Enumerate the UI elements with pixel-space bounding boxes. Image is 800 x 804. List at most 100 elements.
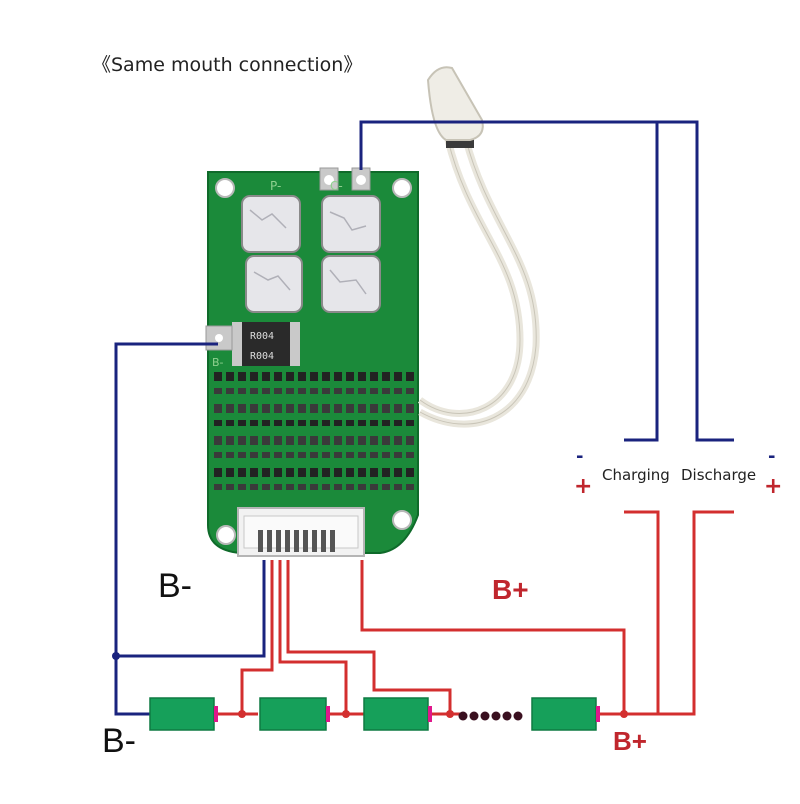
ellipsis-dot bbox=[513, 711, 523, 721]
smd-component bbox=[334, 388, 342, 394]
connector-pin bbox=[267, 530, 272, 552]
smd-component bbox=[274, 404, 282, 413]
smd-component bbox=[346, 484, 354, 490]
smd-component bbox=[226, 484, 234, 490]
smd-component bbox=[250, 484, 258, 490]
smd-component bbox=[214, 484, 222, 490]
smd-component bbox=[370, 484, 378, 490]
shunt-code-1: R004 bbox=[250, 331, 274, 342]
smd-component bbox=[358, 404, 366, 413]
b-minus-wire bbox=[114, 342, 218, 716]
smd-component bbox=[394, 372, 402, 381]
smd-component bbox=[382, 436, 390, 445]
smd-component bbox=[334, 404, 342, 413]
smd-component bbox=[406, 484, 414, 490]
smd-component bbox=[214, 388, 222, 394]
smd-component bbox=[238, 404, 246, 413]
battery-cell-3 bbox=[363, 697, 432, 731]
smd-component bbox=[346, 436, 354, 445]
smd-component bbox=[310, 420, 318, 426]
smd-component bbox=[238, 484, 246, 490]
smd-component bbox=[298, 484, 306, 490]
battery-cells bbox=[149, 697, 600, 731]
smd-component bbox=[286, 452, 294, 458]
smd-component bbox=[274, 436, 282, 445]
charging-label: Charging bbox=[602, 466, 670, 484]
smd-component bbox=[262, 468, 270, 477]
smd-component bbox=[262, 372, 270, 381]
b-minus-battery-label: B- bbox=[102, 722, 136, 760]
ellipsis-dot bbox=[491, 711, 501, 721]
smd-component bbox=[370, 452, 378, 458]
b-plus-sense-wire bbox=[360, 560, 626, 714]
smd-component bbox=[226, 452, 234, 458]
discharge-plus-sign: + bbox=[764, 474, 783, 499]
smd-component bbox=[310, 436, 318, 445]
smd-component bbox=[250, 436, 258, 445]
smd-component bbox=[274, 388, 282, 394]
b-minus-branch bbox=[116, 560, 266, 658]
p-minus-marking: P- bbox=[270, 179, 281, 193]
smd-component bbox=[250, 420, 258, 426]
smd-component bbox=[406, 404, 414, 413]
connector-pin bbox=[303, 530, 308, 552]
smd-component bbox=[214, 468, 222, 477]
smd-component bbox=[394, 420, 402, 426]
smd-component bbox=[286, 468, 294, 477]
smd-component bbox=[226, 468, 234, 477]
connector-pin bbox=[276, 530, 281, 552]
smd-component bbox=[358, 436, 366, 445]
connector-pin bbox=[321, 530, 326, 552]
smd-component bbox=[406, 388, 414, 394]
smd-component bbox=[370, 372, 378, 381]
smd-component bbox=[238, 468, 246, 477]
smd-component bbox=[286, 436, 294, 445]
smd-component bbox=[238, 452, 246, 458]
smd-component bbox=[334, 372, 342, 381]
smd-component bbox=[394, 452, 402, 458]
charging-minus-sign: - bbox=[576, 446, 584, 467]
smd-component bbox=[370, 436, 378, 445]
balance-wire-1 bbox=[240, 560, 274, 714]
smd-component bbox=[358, 484, 366, 490]
connector-pin bbox=[294, 530, 299, 552]
connector-pin bbox=[285, 530, 290, 552]
smd-component bbox=[286, 388, 294, 394]
b-plus-battery-label: B+ bbox=[613, 726, 647, 756]
smd-component bbox=[394, 404, 402, 413]
ellipsis-dot bbox=[458, 711, 468, 721]
smd-component bbox=[382, 404, 390, 413]
shunt-resistors: R004 R004 bbox=[232, 322, 300, 366]
smd-component bbox=[298, 404, 306, 413]
smd-component bbox=[346, 468, 354, 477]
smd-component bbox=[346, 372, 354, 381]
smd-component bbox=[370, 468, 378, 477]
smd-component bbox=[322, 388, 330, 394]
smd-component bbox=[274, 420, 282, 426]
smd-component bbox=[394, 468, 402, 477]
junction-2 bbox=[342, 710, 350, 718]
smd-component bbox=[406, 372, 414, 381]
smd-component bbox=[370, 388, 378, 394]
smd-component bbox=[250, 452, 258, 458]
discharge-minus-sign: - bbox=[768, 446, 776, 467]
smd-component bbox=[286, 404, 294, 413]
smd-component bbox=[214, 452, 222, 458]
smd-component bbox=[262, 484, 270, 490]
smd-component bbox=[322, 372, 330, 381]
smd-components bbox=[214, 372, 414, 490]
smd-component bbox=[286, 484, 294, 490]
connector-pin bbox=[330, 530, 335, 552]
smd-component bbox=[358, 468, 366, 477]
smd-component bbox=[262, 388, 270, 394]
smd-component bbox=[334, 484, 342, 490]
smd-component bbox=[322, 484, 330, 490]
smd-component bbox=[226, 388, 234, 394]
mosfet-heatsinks bbox=[241, 195, 381, 313]
smd-component bbox=[370, 420, 378, 426]
smd-component bbox=[346, 452, 354, 458]
smd-component bbox=[394, 436, 402, 445]
smd-component bbox=[322, 420, 330, 426]
smd-component bbox=[214, 420, 222, 426]
